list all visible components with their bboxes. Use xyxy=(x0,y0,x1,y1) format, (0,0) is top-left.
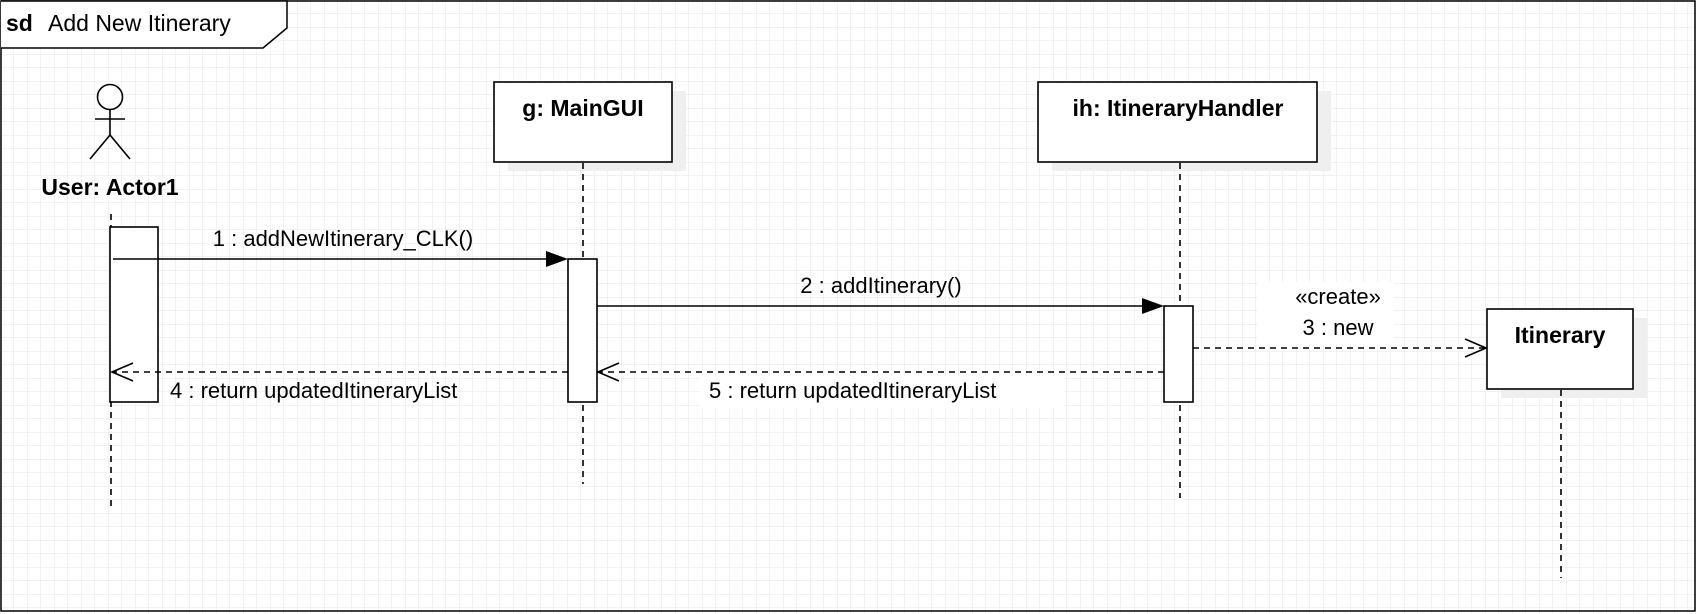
message-label: 1 : addNewItinerary_CLK() xyxy=(213,226,473,251)
message-2: 2 : addItinerary() xyxy=(597,273,1164,314)
lifeline-label: User: Actor1 xyxy=(41,174,178,200)
label-background xyxy=(1258,282,1394,344)
label-background xyxy=(700,376,1064,408)
message-5: 5 : return updatedItineraryList xyxy=(595,362,1164,408)
open-arrowhead-icon xyxy=(109,362,134,382)
message-1: 1 : addNewItinerary_CLK() xyxy=(113,226,568,267)
object-box xyxy=(1486,308,1634,390)
actor-figure-icon xyxy=(89,83,131,160)
activation-bar xyxy=(1163,305,1194,403)
message-stereotype: «create» xyxy=(1295,284,1381,309)
frame-keyword: sd xyxy=(6,10,33,36)
lifeline-itinerary-handler: ih: ItineraryHandler xyxy=(1037,81,1331,498)
lifeline-user: User: Actor1 xyxy=(41,83,179,508)
message-3: «create» 3 : new xyxy=(1193,282,1489,358)
activation-bar xyxy=(567,258,598,403)
filled-arrowhead-icon xyxy=(1142,298,1164,314)
lifeline-main-gui: g: MainGUI xyxy=(493,81,686,484)
object-box xyxy=(493,81,673,163)
lifeline-label: Itinerary xyxy=(1515,322,1606,348)
activation-bar xyxy=(109,226,159,403)
lifeline-label: ih: ItineraryHandler xyxy=(1073,95,1284,121)
message-label: 4 : return updatedItineraryList xyxy=(170,378,457,403)
open-arrowhead-icon xyxy=(595,362,620,382)
frame-title: Add New Itinerary xyxy=(48,10,231,36)
open-arrowhead-icon xyxy=(1464,338,1489,358)
message-label: 2 : addItinerary() xyxy=(800,273,961,298)
message-label: 3 : new xyxy=(1303,315,1374,340)
filled-arrowhead-icon xyxy=(546,251,568,267)
frame-tab: sd Add New Itinerary xyxy=(1,0,288,49)
message-4: 4 : return updatedItineraryList xyxy=(109,362,568,403)
lifeline-label: g: MainGUI xyxy=(522,95,643,121)
message-label: 5 : return updatedItineraryList xyxy=(709,378,996,403)
lifeline-itinerary: Itinerary xyxy=(1486,308,1647,578)
object-box xyxy=(1037,81,1318,163)
